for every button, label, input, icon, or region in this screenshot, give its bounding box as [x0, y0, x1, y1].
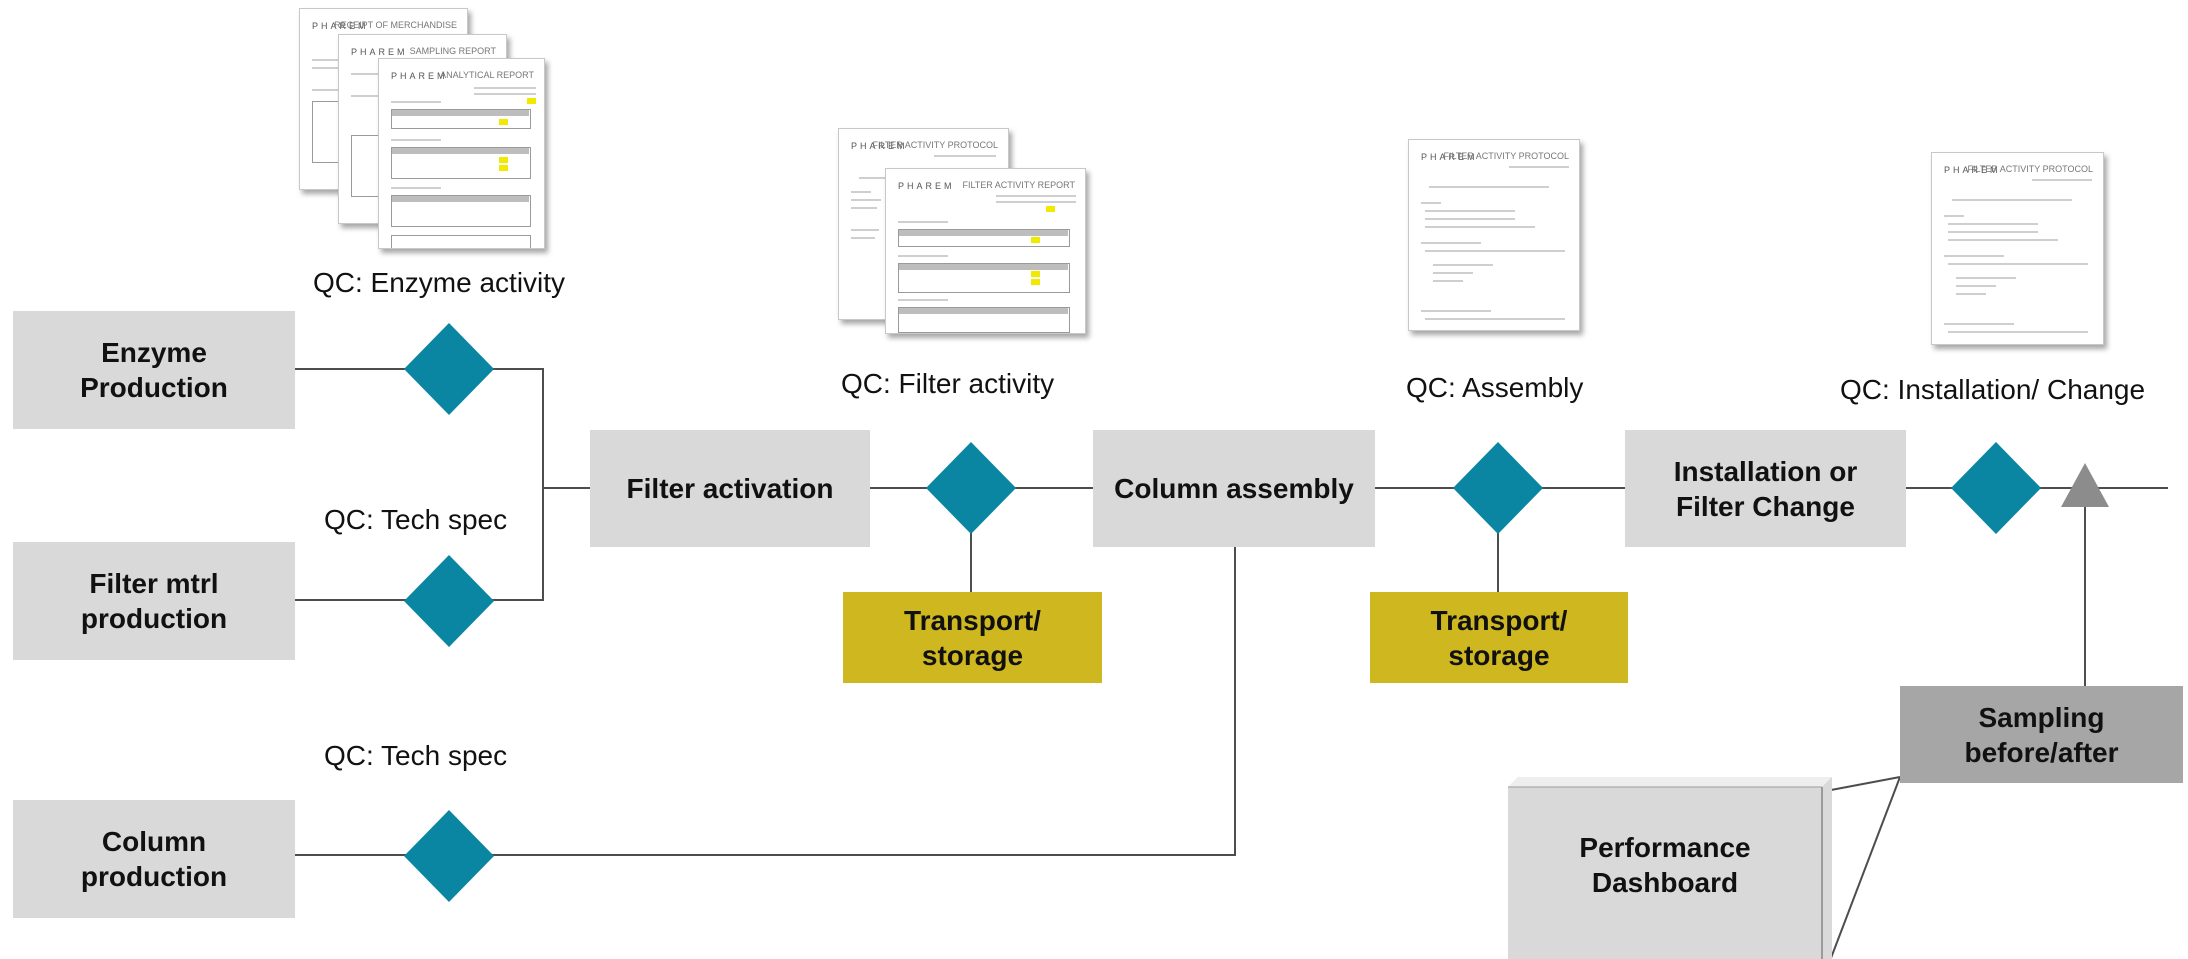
- enzyme-production-box: Enzyme Production: [13, 311, 295, 429]
- triangle-up-icon: [2061, 463, 2109, 507]
- qc-filter-activity-label: QC: Filter activity: [841, 368, 1055, 399]
- brand-logo: PHAREM: [391, 71, 448, 81]
- brand-logo: PHAREM: [1421, 152, 1478, 162]
- qc-tech-spec-label: QC: Tech spec: [324, 504, 508, 535]
- brand-logo: PHAREM: [312, 21, 369, 31]
- qc-installation-change-label: QC: Installation/ Change: [1840, 374, 2146, 405]
- sampling-box: Sampling before/after: [1900, 686, 2183, 783]
- column-production-box: Column production: [13, 800, 295, 918]
- performance-dashboard-label: Performance Dashboard: [1579, 831, 1751, 898]
- diamond-icon: [1951, 442, 2041, 534]
- diamond-icon: [1453, 442, 1543, 534]
- filter-activity-report-document: PHAREM FILTER ACTIVITY REPORT: [885, 168, 1086, 334]
- brand-logo: PHAREM: [898, 181, 955, 191]
- brand-logo: PHAREM: [1944, 165, 2001, 175]
- filter-mtrl-production-box: Filter mtrl production: [13, 542, 295, 660]
- document-title: RECEIPT OF MERCHANDISE: [334, 20, 457, 30]
- brand-logo: PHAREM: [351, 47, 408, 57]
- document-title: FILTER ACTIVITY PROTOCOL: [1967, 164, 2093, 174]
- filter-activation-box: Filter activation: [590, 430, 870, 547]
- diamond-icon: [404, 323, 494, 415]
- filter-activity-protocol-document: PHAREM FILTER ACTIVITY PROTOCOL: [1931, 152, 2104, 345]
- qc-tech-spec-label: QC: Tech spec: [324, 740, 508, 771]
- transport-storage-box: Transport/ storage: [1370, 592, 1628, 683]
- document-title: FILTER ACTIVITY PROTOCOL: [1443, 151, 1569, 161]
- diamond-icon: [404, 555, 494, 647]
- document-title: SAMPLING REPORT: [409, 46, 496, 56]
- brand-logo: PHAREM: [851, 141, 908, 151]
- document-title: FILTER ACTIVITY PROTOCOL: [872, 140, 998, 150]
- document-title: FILTER ACTIVITY REPORT: [962, 180, 1075, 190]
- qc-enzyme-activity-label: QC: Enzyme activity: [313, 267, 566, 298]
- diamond-icon: [404, 810, 494, 902]
- diamond-icon: [926, 442, 1016, 534]
- installation-filter-change-box: Installation or Filter Change: [1625, 430, 1906, 547]
- qc-assembly-label: QC: Assembly: [1406, 372, 1584, 403]
- document-title: ANALYTICAL REPORT: [440, 70, 534, 80]
- transport-storage-box: Transport/ storage: [843, 592, 1102, 683]
- analytical-report-document: PHAREM ANALYTICAL REPORT: [378, 58, 545, 249]
- column-assembly-box: Column assembly: [1093, 430, 1375, 547]
- performance-dashboard: Performance Dashboard: [1508, 777, 1832, 959]
- filter-activity-protocol-document: PHAREM FILTER ACTIVITY PROTOCOL: [1408, 139, 1580, 331]
